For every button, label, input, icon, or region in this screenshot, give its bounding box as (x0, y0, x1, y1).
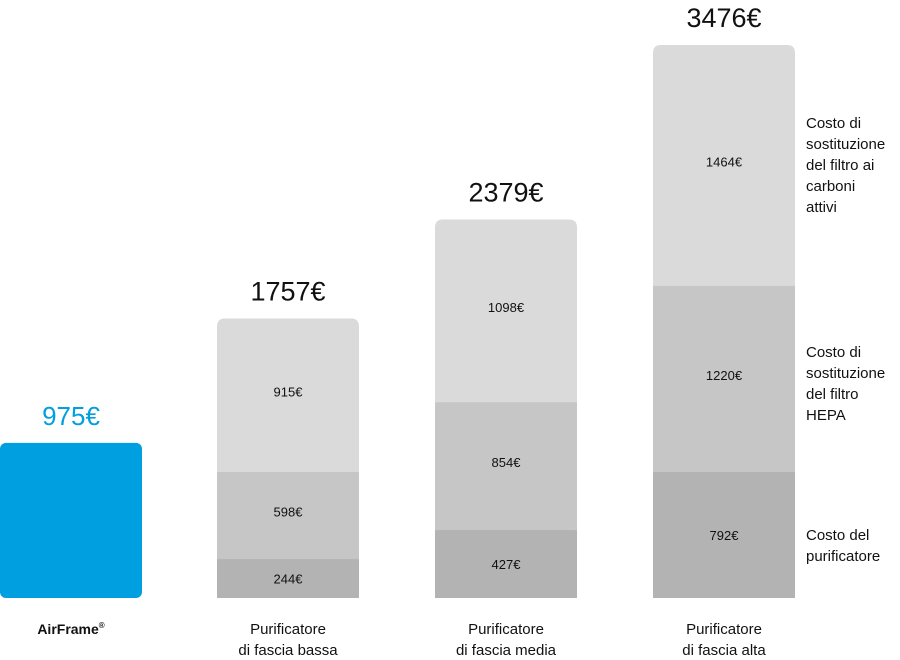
segment-value-label: 792€ (710, 528, 740, 543)
bar-segment (435, 219, 577, 403)
category-label: di fascia alta (682, 642, 766, 659)
legend-entry: purificatore (806, 548, 880, 565)
legend-entry: sostituzione (806, 136, 885, 153)
bar-segment-bottom-cap (217, 559, 359, 592)
total-label: 3476€ (686, 3, 761, 33)
legend-entry: Costo di (806, 344, 861, 361)
category-label: Purificatore (468, 621, 544, 638)
legend-entry: Costo di (806, 115, 861, 132)
category-label: AirFrame® (37, 621, 104, 637)
legend-entry: HEPA (806, 407, 846, 424)
total-label: 1757€ (250, 276, 325, 306)
segment-value-label: 244€ (274, 572, 304, 587)
segment-value-label: 854€ (492, 455, 522, 470)
total-label: 2379€ (468, 178, 543, 208)
total-label: 975€ (42, 401, 100, 431)
legend-entry: del filtro (806, 386, 859, 403)
segment-value-label: 1464€ (706, 154, 743, 169)
bar-segment (435, 394, 577, 539)
bar-segment-bottom-cap (653, 472, 795, 592)
bar-airframe (0, 442, 142, 598)
bar-segment (217, 318, 359, 473)
bar-segment (217, 464, 359, 568)
segment-value-label: 1098€ (488, 300, 525, 315)
bar-segment (653, 45, 795, 286)
segment-value-label: 598€ (274, 505, 304, 520)
segment-value-label: 915€ (274, 384, 304, 399)
segment-value-label: 1220€ (706, 368, 743, 383)
category-label: di fascia bassa (238, 642, 338, 659)
legend-entry: attivi (806, 199, 837, 216)
category-label: di fascia media (456, 642, 557, 659)
segment-value-label: 427€ (492, 557, 522, 572)
bar-segment-bottom-cap (435, 530, 577, 592)
legend-entry: carboni (806, 178, 855, 195)
legend-entry: del filtro ai (806, 157, 874, 174)
bar-segment (653, 277, 795, 480)
category-label: Purificatore (250, 621, 326, 638)
legend-entry: sostituzione (806, 365, 885, 382)
category-label: Purificatore (686, 621, 762, 638)
legend-entry: Costo del (806, 527, 869, 544)
